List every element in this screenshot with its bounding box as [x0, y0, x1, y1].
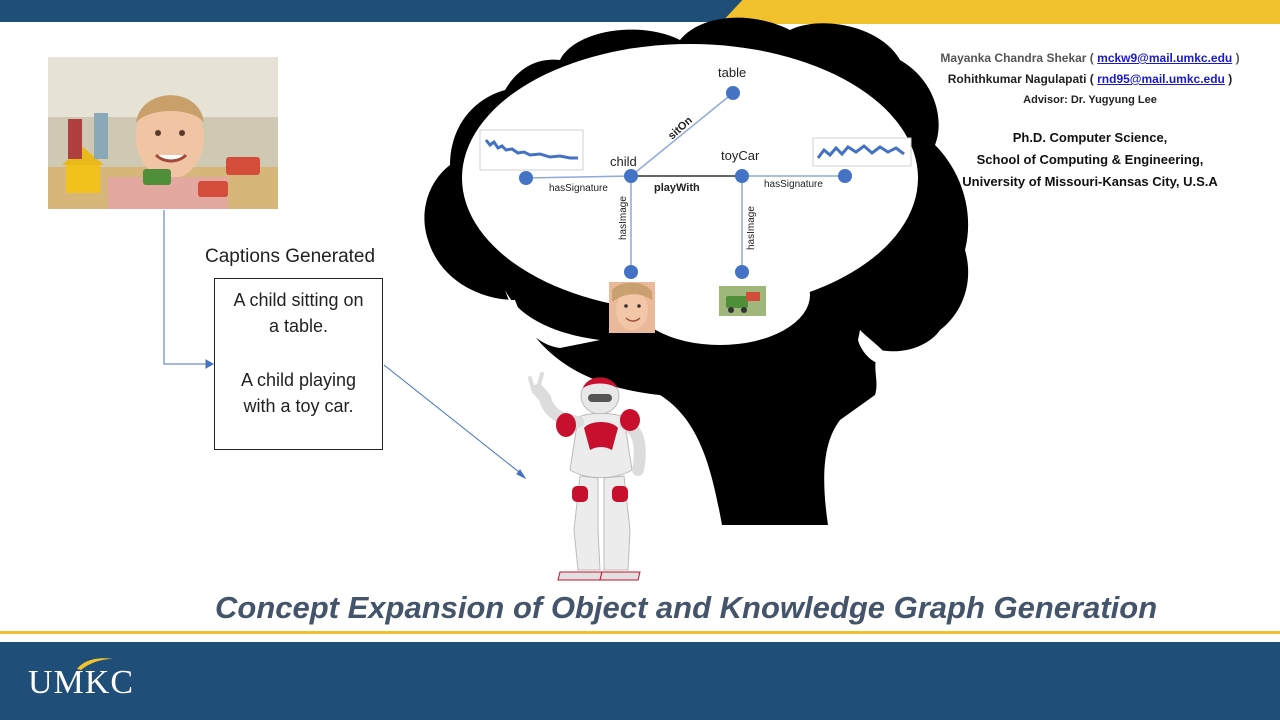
child-playing-photo — [48, 57, 278, 209]
author-2-email-link[interactable]: rnd95@mail.umkc.edu — [1097, 72, 1225, 86]
thumbnail-toy-car — [719, 286, 766, 316]
signature-chart-left — [479, 129, 584, 171]
author-2-close: ) — [1228, 72, 1233, 86]
edge-label-hasimage-right: hasImage — [746, 206, 757, 250]
bottom-banner — [0, 642, 1280, 720]
umkc-logo-swoosh-icon — [77, 658, 113, 670]
author-1-close: ) — [1235, 51, 1240, 65]
node-label-child: child — [610, 154, 637, 169]
node-table — [726, 86, 740, 100]
author-2-name: Rohithkumar Nagulapati ( — [947, 72, 1094, 86]
caption-1: A child sitting on a table. — [233, 290, 364, 336]
edge-label-hassignature-left: hasSignature — [549, 183, 608, 194]
top-banner-gold — [720, 0, 1280, 24]
flow-arrows — [163, 210, 527, 480]
edge-label-hasimage-left: hasImage — [618, 196, 629, 240]
affiliation-line-2: School of Computing & Engineering, — [976, 152, 1204, 167]
author-1-line: Mayanka Chandra Shekar ( mckw9@mail.umkc… — [905, 48, 1275, 69]
affiliation-block: Ph.D. Computer Science, School of Comput… — [905, 127, 1275, 193]
robot-image — [528, 372, 646, 581]
node-signature-left — [519, 171, 533, 185]
caption-2: A child playing with a toy car. — [240, 370, 357, 416]
author-1-name: Mayanka Chandra Shekar ( — [940, 51, 1094, 65]
umkc-logo: UMKC — [28, 664, 135, 701]
affiliation-line-3: University of Missouri-Kansas City, U.S.… — [962, 174, 1218, 189]
thumbnail-child-face — [609, 282, 655, 333]
graph-edges — [525, 92, 845, 272]
edge-label-hassignature-right: hasSignature — [764, 179, 823, 190]
author-2-line: Rohithkumar Nagulapati ( rnd95@mail.umkc… — [905, 69, 1275, 90]
node-label-toycar: toyCar — [721, 148, 760, 163]
node-signature-right — [838, 169, 852, 183]
author-block: Mayanka Chandra Shekar ( mckw9@mail.umkc… — [905, 48, 1275, 111]
node-child — [624, 169, 638, 183]
slide-title: Concept Expansion of Object and Knowledg… — [215, 590, 1158, 625]
node-image-right — [735, 265, 749, 279]
advisor-line: Advisor: Dr. Yugyung Lee — [1023, 94, 1157, 106]
affiliation-line-1: Ph.D. Computer Science, — [1012, 130, 1168, 145]
captions-box: A child sitting on a table. A child play… — [214, 278, 383, 450]
node-toycar — [735, 169, 749, 183]
node-image-left — [624, 265, 638, 279]
captions-title: Captions Generated — [205, 246, 376, 267]
signature-chart-right — [812, 137, 912, 167]
node-label-table: table — [718, 65, 746, 80]
edge-label-playwith: playWith — [654, 182, 700, 194]
author-1-email-link[interactable]: mckw9@mail.umkc.edu — [1097, 51, 1233, 65]
graph-nodes — [519, 86, 852, 279]
bottom-gold-line — [0, 631, 1280, 634]
